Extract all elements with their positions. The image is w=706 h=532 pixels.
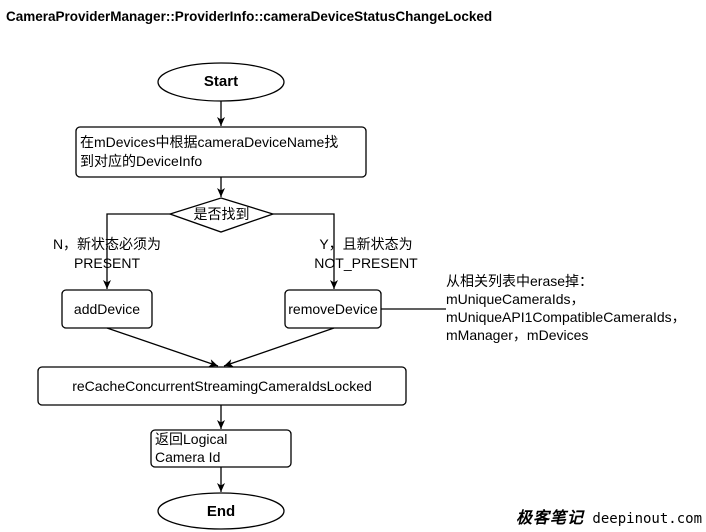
annotation-line1: 从相关列表中erase掉： bbox=[446, 273, 594, 289]
return-id-node: 返回Logical Camera Id bbox=[155, 430, 227, 466]
find-device-line1: 在mDevices中根据cameraDeviceName找 bbox=[80, 134, 339, 150]
annotation-line3: mUniqueAPI1CompatibleCameraIds， bbox=[446, 309, 686, 325]
recache-node: reCacheConcurrentStreamingCameraIdsLocke… bbox=[72, 378, 372, 394]
edge-label-no-line2: PRESENT bbox=[73, 255, 141, 271]
add-device-node: addDevice bbox=[73, 301, 141, 317]
edge-label-yes-line2: NOT_PRESENT bbox=[314, 255, 418, 271]
start-node: Start bbox=[203, 73, 239, 90]
find-device-node: 在mDevices中根据cameraDeviceName找 到对应的Device… bbox=[80, 133, 338, 171]
edge-decision-no bbox=[103, 213, 170, 289]
end-node: End bbox=[206, 503, 236, 520]
end-node-shape bbox=[157, 492, 285, 530]
decision-node: 是否找到 bbox=[193, 206, 250, 222]
annotation-line2: mUniqueCameraIds， bbox=[446, 291, 585, 307]
recache-box-shape bbox=[37, 366, 407, 406]
edge-decision-yes bbox=[273, 213, 338, 289]
return-id-line2: Camera Id bbox=[155, 449, 221, 465]
watermark-url: deepinout.com bbox=[592, 511, 702, 527]
diagram-title: CameraProviderManager::ProviderInfo::cam… bbox=[6, 9, 493, 24]
return-id-line1: 返回Logical bbox=[155, 431, 228, 447]
edge-remove-to-recache bbox=[223, 327, 335, 367]
annotation-line4: mManager，mDevices bbox=[446, 327, 589, 343]
find-device-line2: 到对应的DeviceInfo bbox=[80, 153, 203, 169]
erase-annotation: 从相关列表中erase掉： mUniqueCameraIds， mUniqueA… bbox=[446, 272, 686, 344]
edge-add-to-recache bbox=[106, 327, 219, 367]
watermark-cn: 极客笔记 bbox=[515, 508, 584, 527]
remove-device-node: removeDevice bbox=[288, 301, 378, 317]
edge-label-yes-line1: Y，且新状态为 bbox=[319, 236, 413, 252]
watermark: 极客笔记 deepinout.com bbox=[516, 504, 702, 528]
decision-diamond-shape bbox=[167, 197, 276, 233]
edge-label-no-line1: N，新状态必须为 bbox=[52, 236, 162, 252]
